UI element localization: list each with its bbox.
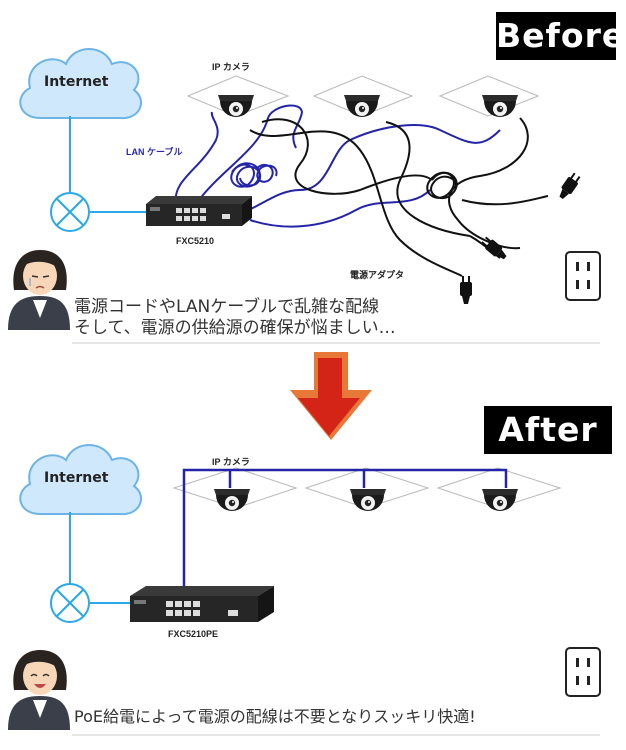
cloud-icon <box>19 48 142 120</box>
dome-camera-icon <box>350 489 386 511</box>
before-camera-label: IP カメラ <box>212 62 250 72</box>
power-plug-icon <box>556 171 583 202</box>
dome-camera-icon <box>214 489 250 511</box>
router-icon <box>50 192 90 232</box>
person-icon <box>8 650 70 730</box>
person-icon <box>8 250 70 330</box>
before-badge: Before <box>496 12 624 60</box>
dome-camera-icon <box>482 489 518 511</box>
dome-camera-icon <box>344 95 380 117</box>
after-switch-label: FXC5210PE <box>168 629 219 639</box>
after-camera-label: IP カメラ <box>212 457 250 467</box>
network-switch-icon <box>130 586 274 622</box>
wall-outlet-icon <box>565 647 601 697</box>
before-lan-label: LAN ケーブル <box>126 147 183 157</box>
down-arrow-icon <box>290 352 372 440</box>
after-internet-label: Internet <box>44 470 109 486</box>
network-switch-icon <box>146 196 252 226</box>
cloud-icon <box>19 444 142 516</box>
before-internet-label: Internet <box>44 74 109 90</box>
before-message-line1: 電源コードやLANケーブルで乱雑な配線 <box>74 297 380 317</box>
dome-camera-icon <box>218 95 254 117</box>
before-adapter-label: 電源アダプタ <box>350 270 405 280</box>
power-plug-icon <box>460 276 472 304</box>
dome-camera-icon <box>482 95 518 117</box>
after-badge: After <box>484 406 612 454</box>
wall-outlet-icon <box>565 251 601 301</box>
after-message-line1: PoE給電によって電源の配線は不要となりスッキリ快適! <box>74 707 476 726</box>
before-switch-label: FXC5210 <box>176 236 215 246</box>
before-message-line2: そして、電源の供給源の確保が悩ましい… <box>74 318 396 338</box>
router-icon <box>50 583 90 623</box>
